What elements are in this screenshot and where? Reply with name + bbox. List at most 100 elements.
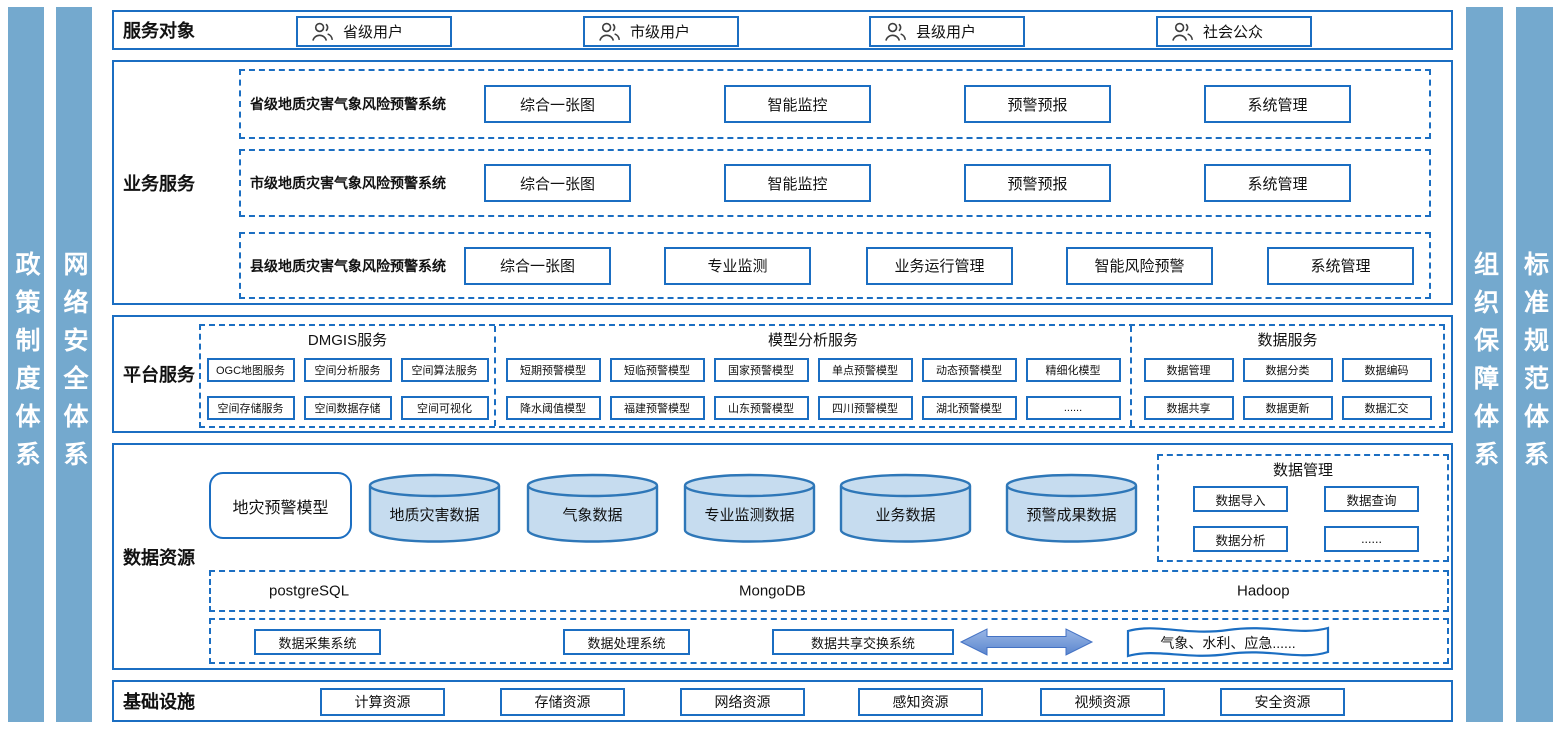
service-box: 山东预警模型 (713, 396, 809, 420)
layer-service-objects: 服务对象 省级用户 市级用户 (112, 10, 1453, 50)
data-system-container: 数据采集系统 数据处理系统 数据共享交换系统 (209, 618, 1449, 664)
users-icon (599, 22, 621, 41)
system-row-provincial: 省级地质灾害气象风险预警系统 综合一张图 智能监控 预警预报 系统管理 (239, 69, 1431, 139)
layer-label-business-services: 业务服务 (123, 173, 195, 194)
database-hadoop: Hadoop (1237, 582, 1290, 600)
geohazard-warning-model-box: 地灾预警模型 (209, 472, 352, 539)
data-processing-system-box: 数据处理系统 (563, 629, 690, 655)
module-box: 专业监测 (664, 246, 811, 285)
cylinder-label: 预警成果数据 (1026, 507, 1117, 524)
layer-label-platform-services: 平台服务 (123, 365, 195, 385)
module-box: 系统管理 (1204, 85, 1351, 123)
service-box: 数据更新 (1242, 396, 1333, 420)
module-box: 综合一张图 (484, 164, 631, 202)
user-box-public: 社会公众 (1156, 16, 1312, 47)
double-arrow-icon (959, 627, 1094, 657)
cylinder-label: 业务数据 (875, 507, 936, 524)
infra-box-network: 网络资源 (680, 688, 805, 716)
cylinder-meteorological-data: 气象数据 (525, 472, 660, 544)
sidebar-policy-system: 政策制度体系 (8, 7, 44, 722)
service-box: 数据汇交 (1341, 396, 1432, 420)
system-row-county: 县级地质灾害气象风险预警系统 综合一张图 专业监测 业务运行管理 智能风险预警 … (239, 232, 1431, 299)
service-box: 单点预警模型 (817, 358, 913, 382)
service-box-ellipsis: ...... (1025, 396, 1121, 420)
cylinder-shape (368, 473, 501, 543)
service-box: 动态预警模型 (921, 358, 1017, 382)
user-box-provincial: 省级用户 (296, 16, 452, 47)
cylinder-label: 专业监测数据 (704, 507, 795, 524)
system-title: 县级地质灾害气象风险预警系统 (250, 257, 446, 274)
infra-box-storage: 存储资源 (500, 688, 625, 716)
service-box: 空间存储服务 (206, 396, 295, 420)
cylinder-shape (1005, 473, 1138, 543)
module-box: 智能风险预警 (1066, 246, 1213, 285)
data-management-item-ellipsis: ...... (1324, 526, 1419, 552)
sidebar-network-security-system: 网络安全体系 (56, 7, 92, 722)
data-management-container: 数据管理 数据导入 数据查询 数据分析 ...... (1157, 454, 1449, 562)
service-box: 空间分析服务 (303, 358, 392, 382)
service-box: 短期预警模型 (505, 358, 601, 382)
module-box: 智能监控 (724, 85, 871, 123)
service-box: 空间可视化 (400, 396, 489, 420)
layer-business-services: 业务服务 省级地质灾害气象风险预警系统 综合一张图 智能监控 预警预报 系统管理… (112, 60, 1453, 305)
database-mongodb: MongoDB (739, 582, 806, 600)
sidebar-organization-guarantee-system: 组织保障体系 (1466, 7, 1503, 722)
cylinder-shape (839, 473, 972, 543)
external-systems-label: 气象、水利、应急...... (1160, 635, 1296, 651)
section-model-analysis-services: 模型分析服务 短期预警模型 短临预警模型 国家预警模型 单点预警模型 动态预警模… (494, 326, 1132, 426)
cylinder-business-data: 业务数据 (838, 472, 973, 544)
module-box: 智能监控 (724, 164, 871, 202)
service-box: 福建预警模型 (609, 396, 705, 420)
service-box: 数据管理 (1143, 358, 1234, 382)
service-box: 精细化模型 (1025, 358, 1121, 382)
cylinder-shape (683, 473, 816, 543)
section-title: 模型分析服务 (767, 332, 858, 349)
users-icon (885, 22, 907, 41)
cylinder-geological-disaster-data: 地质灾害数据 (367, 472, 502, 544)
section-dmgis-services: DMGIS服务 OGC地图服务 空间分析服务 空间算法服务 空间存储服务 空间数… (201, 326, 494, 426)
service-box: 空间数据存储 (303, 396, 392, 420)
cylinder-warning-result-data: 预警成果数据 (1004, 472, 1139, 544)
section-data-services: 数据服务 数据管理 数据分类 数据编码 数据共享 数据更新 数据汇交 (1132, 326, 1443, 426)
data-management-item: 数据导入 (1193, 486, 1288, 512)
service-box: 湖北预警模型 (921, 396, 1017, 420)
cylinder-shape (526, 473, 659, 543)
section-title: DMGIS服务 (307, 332, 388, 349)
section-title: 数据服务 (1257, 332, 1318, 349)
system-title: 市级地质灾害气象风险预警系统 (250, 175, 446, 191)
external-systems-tape-shape: 气象、水利、应急...... (1124, 621, 1332, 663)
service-box: 国家预警模型 (713, 358, 809, 382)
system-title: 省级地质灾害气象风险预警系统 (250, 96, 446, 112)
cylinder-professional-monitoring-data: 专业监测数据 (682, 472, 817, 544)
infra-box-computing: 计算资源 (320, 688, 445, 716)
layer-label-infrastructure: 基础设施 (123, 692, 195, 712)
layer-platform-services: 平台服务 DMGIS服务 OGC地图服务 空间分析服务 空间算法服务 空间存储服… (112, 315, 1453, 433)
module-box: 系统管理 (1267, 246, 1414, 285)
layer-label-data-resources: 数据资源 (123, 547, 195, 568)
service-box: 四川预警模型 (817, 396, 913, 420)
user-box-municipal: 市级用户 (583, 16, 739, 47)
module-box: 预警预报 (964, 85, 1111, 123)
data-management-item: 数据查询 (1324, 486, 1419, 512)
data-sharing-exchange-system-box: 数据共享交换系统 (772, 629, 954, 655)
module-box: 预警预报 (964, 164, 1111, 202)
service-box: 数据共享 (1143, 396, 1234, 420)
database-postgresql: postgreSQL (269, 582, 350, 600)
layer-data-resources: 数据资源 地灾预警模型 地质灾害数据 气象数据 专业监测数据 (112, 443, 1453, 670)
service-box: 空间算法服务 (400, 358, 489, 382)
data-collection-system-box: 数据采集系统 (254, 629, 381, 655)
sidebar-standard-specification-system: 标准规范体系 (1516, 7, 1553, 722)
module-box: 综合一张图 (484, 85, 631, 123)
database-container: postgreSQL MongoDB Hadoop (209, 570, 1449, 612)
cylinder-label: 气象数据 (562, 507, 623, 524)
user-box-label: 省级用户 (343, 24, 404, 41)
infra-box-sensing: 感知资源 (858, 688, 983, 716)
service-box: 数据分类 (1242, 358, 1333, 382)
platform-services-container: DMGIS服务 OGC地图服务 空间分析服务 空间算法服务 空间存储服务 空间数… (199, 324, 1445, 428)
user-box-label: 社会公众 (1203, 24, 1264, 41)
users-icon (312, 22, 334, 41)
data-management-item: 数据分析 (1193, 526, 1288, 552)
infra-box-video: 视频资源 (1040, 688, 1165, 716)
service-box: 降水阈值模型 (505, 396, 601, 420)
